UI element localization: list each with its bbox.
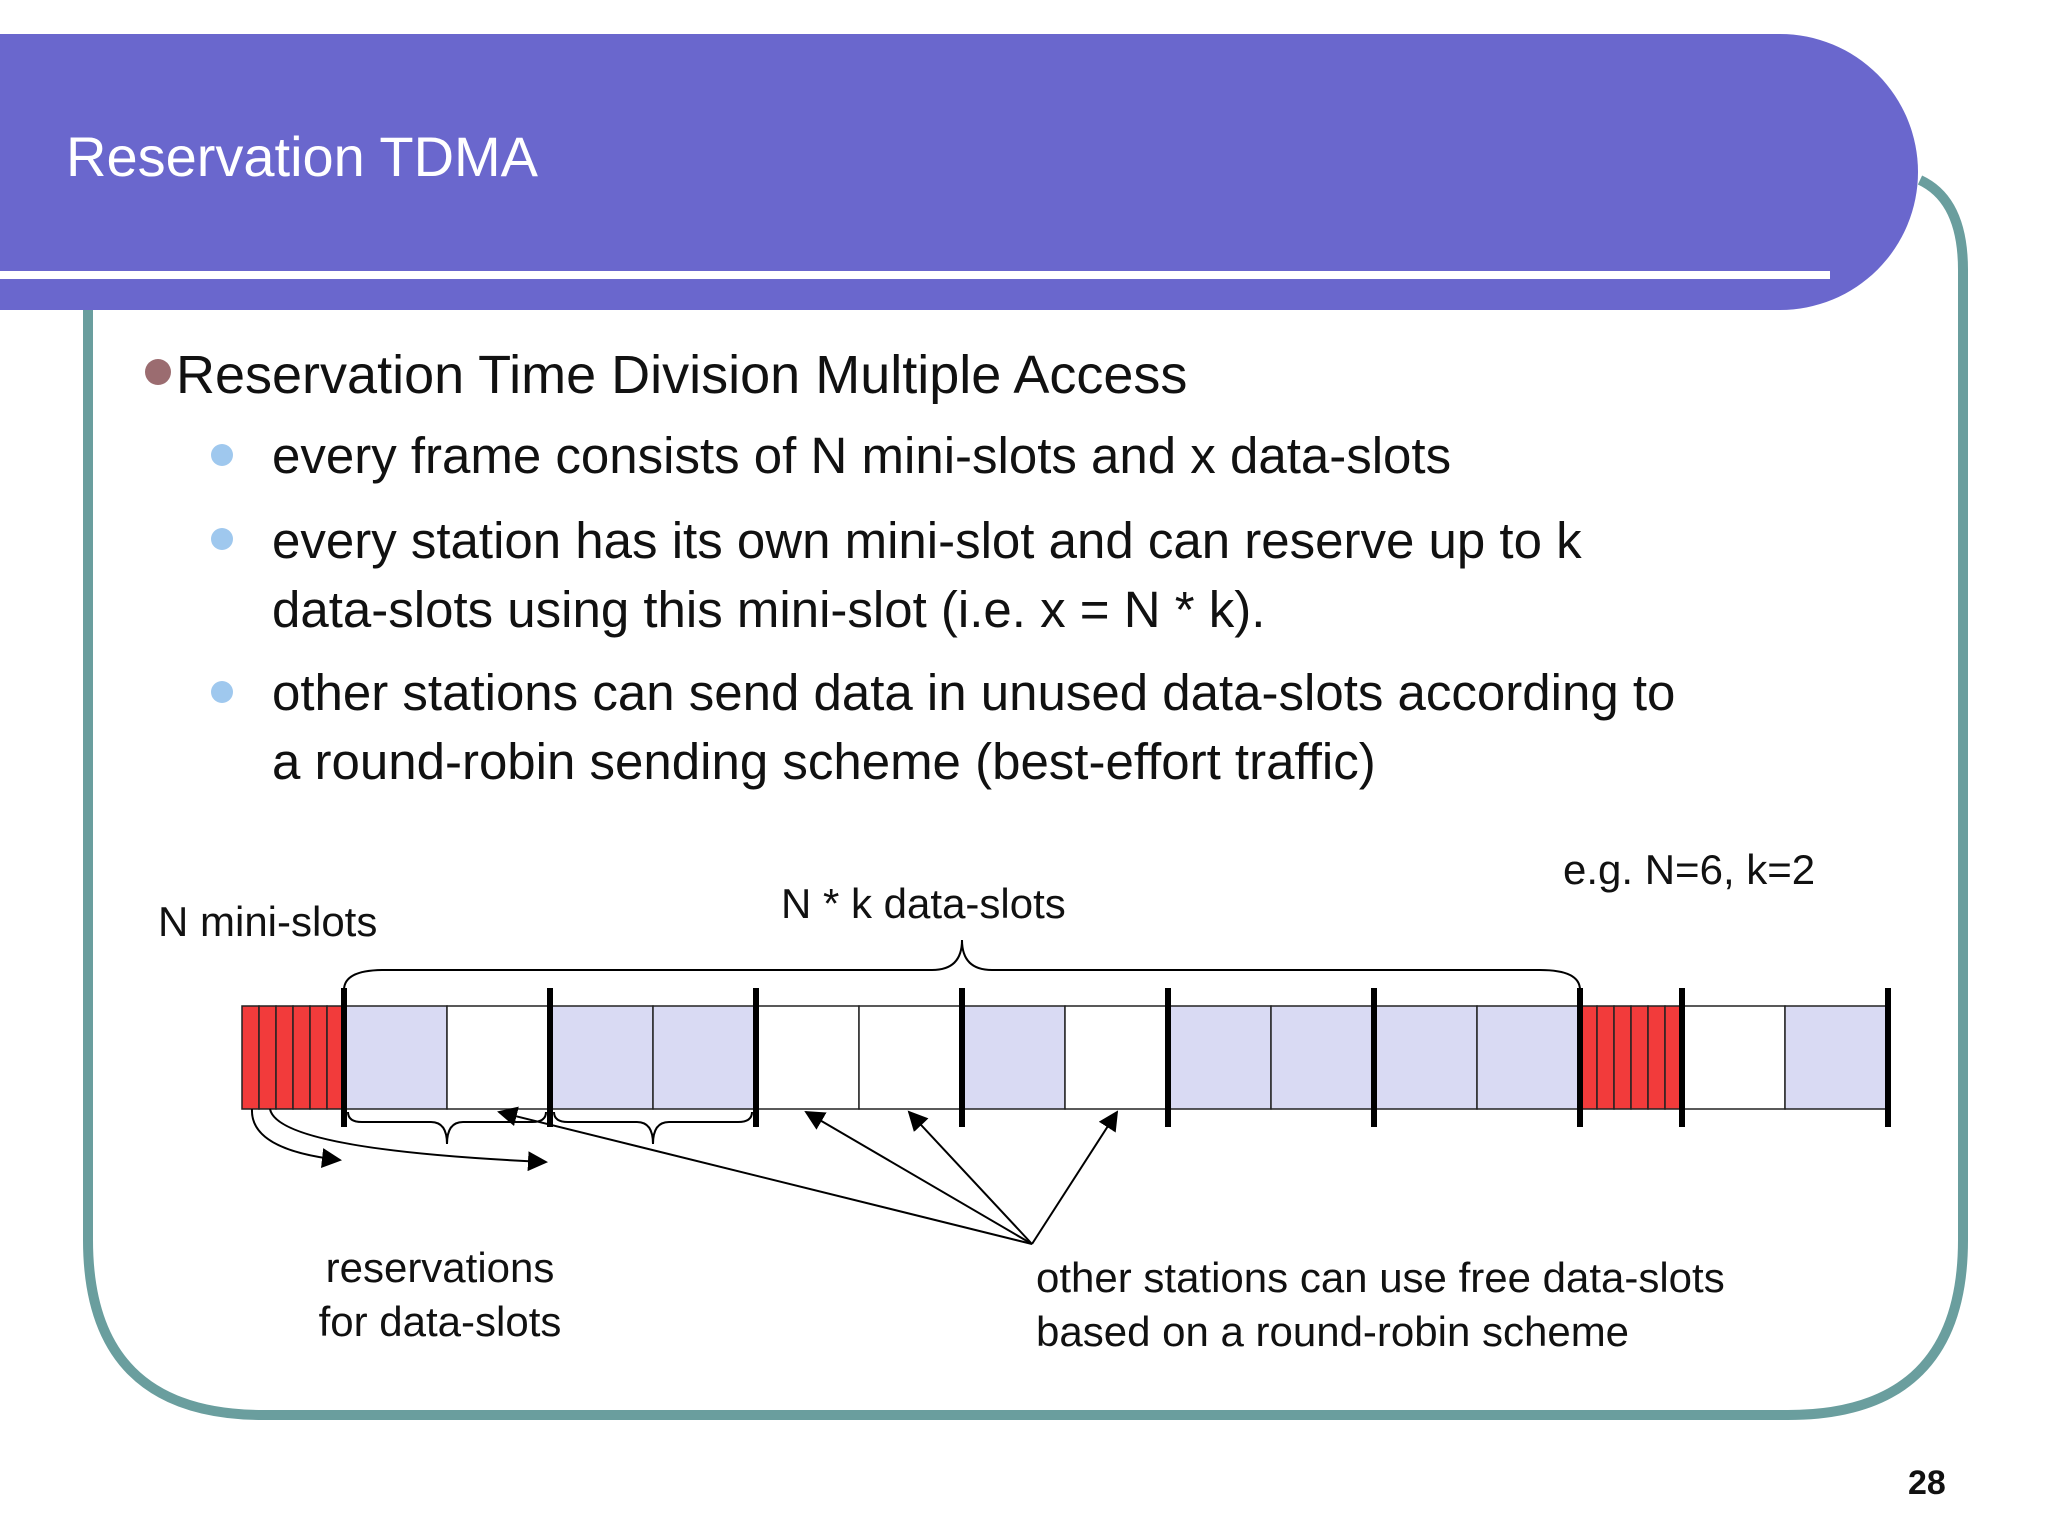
data-slot-reserved	[1270, 1005, 1375, 1110]
header-band	[0, 34, 1918, 310]
page-number: 28	[1908, 1464, 1946, 1502]
sub-bullet-dot-1	[211, 444, 233, 466]
tdma-frame-diagram	[241, 939, 1891, 1245]
data-slot-reserved	[343, 1005, 448, 1110]
example-label: e.g. N=6, k=2	[1563, 846, 1816, 893]
data-slots-label: N * k data-slots	[781, 880, 1066, 927]
main-bullet-dot	[145, 359, 171, 385]
data-slot-free	[1064, 1005, 1169, 1110]
mini-slot	[309, 1005, 328, 1110]
slide-border	[83, 175, 1968, 1420]
mini-slot	[292, 1005, 311, 1110]
data-slot-reserved	[961, 1005, 1066, 1110]
sub-bullet-dot-3	[211, 681, 233, 703]
free-slot-arrow-4	[1031, 1110, 1119, 1245]
mini-slot-next-frame	[1630, 1005, 1649, 1110]
free-slots-label-line-2: based on a round-robin scheme	[1036, 1308, 1630, 1355]
mini-slot-next-frame	[1613, 1005, 1632, 1110]
mini-slot	[275, 1005, 294, 1110]
free-slots-label-line-1: other stations can use free data-slots	[1036, 1254, 1725, 1301]
mini-slot-next-frame	[1647, 1005, 1666, 1110]
reservations-label-line-1: reservations	[325, 1244, 555, 1291]
data-slots-brace	[343, 939, 1581, 991]
reservation-arrow-1	[250, 1108, 342, 1168]
data-slot-free	[858, 1005, 963, 1110]
data-slot-reserved	[1373, 1005, 1478, 1110]
mini-slot-next-frame	[1596, 1005, 1615, 1110]
free-slot-arrow-1	[497, 1106, 1033, 1245]
sub-bullet-2-line-2: data-slots using this mini-slot (i.e. x …	[272, 581, 1266, 638]
sub-bullet-2-line-1: every station has its own mini-slot and …	[272, 512, 1582, 569]
reservation-brace-2	[553, 1111, 753, 1145]
data-slot-free	[755, 1005, 860, 1110]
data-slot-reserved	[652, 1005, 757, 1110]
data-slot-reserved	[1476, 1005, 1581, 1110]
slide-title: Reservation TDMA	[66, 125, 539, 188]
mini-slot	[258, 1005, 277, 1110]
data-slot-reserved	[1167, 1005, 1272, 1110]
sub-bullet-dot-2	[211, 528, 233, 550]
free-slot-arrow-3	[907, 1110, 1033, 1245]
main-bullet-text: Reservation Time Division Multiple Acces…	[176, 345, 1188, 405]
header-divider	[0, 271, 1830, 279]
reservations-label-line-2: for data-slots	[318, 1298, 562, 1345]
free-slot-arrow-2	[804, 1110, 1033, 1245]
data-slot-reserved	[549, 1005, 654, 1110]
data-slot-free	[446, 1005, 551, 1110]
mini-slot	[241, 1005, 260, 1110]
next-frame-slot-free	[1681, 1005, 1786, 1110]
next-frame-slot-reserved	[1784, 1005, 1889, 1110]
reservation-arrow-2	[269, 1108, 548, 1172]
mini-slots-label: N mini-slots	[158, 898, 378, 945]
sub-bullet-3-line-1: other stations can send data in unused d…	[272, 664, 1676, 721]
sub-bullet-3-line-2: a round-robin sending scheme (best-effor…	[272, 733, 1376, 790]
sub-bullet-1-line-1: every frame consists of N mini-slots and…	[272, 427, 1452, 484]
